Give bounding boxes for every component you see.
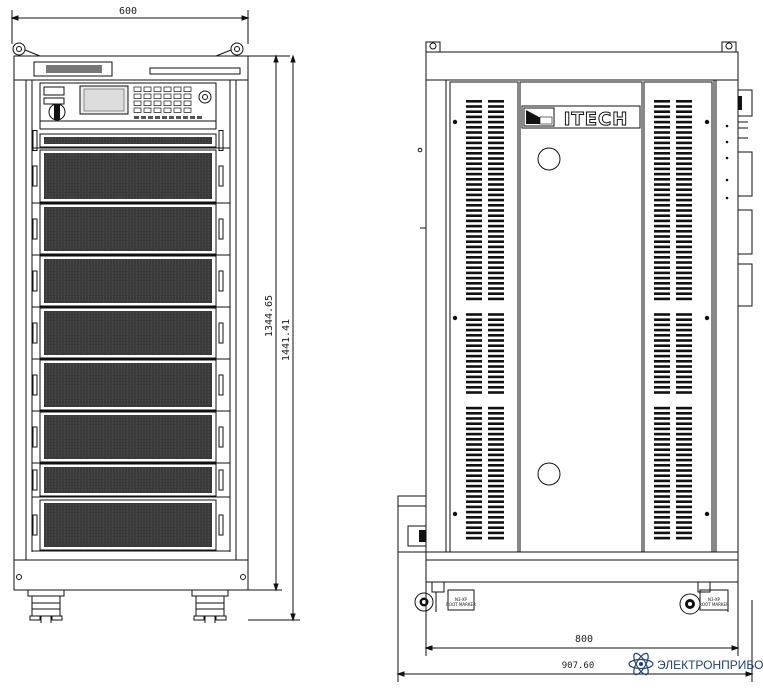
side-vent-slots-left (466, 100, 504, 540)
side-caster-right: N3-XP ROOT MARKER (679, 581, 729, 615)
side-depth-label: 800 (575, 634, 593, 645)
watermark-text: ЭЛЕКТРОНПРИБОР (657, 658, 763, 672)
front-plinth (13, 559, 249, 591)
side-center-panel (519, 81, 643, 553)
brand-logo-text: ITECH (564, 109, 629, 130)
side-rear-terminals (737, 89, 753, 307)
front-foot-left (27, 589, 65, 623)
rotary-knob-icon (198, 90, 212, 104)
svg-text:N3-XP: N3-XP (455, 597, 468, 602)
front-foot-right (191, 589, 229, 623)
front-width-label: 600 (119, 6, 137, 17)
front-vent-modules (32, 130, 230, 552)
side-port-top (537, 147, 561, 171)
side-port-bottom (537, 462, 561, 486)
side-top-cover (425, 51, 739, 81)
front-height-inner-label: 1344.65 (264, 295, 275, 337)
front-view: 600 (10, 6, 300, 623)
front-keypad (133, 86, 202, 119)
side-brand-plate: ITECH (521, 105, 641, 131)
front-height-outer-label: 1441.41 (281, 319, 292, 361)
side-depth-dimension: 800 (424, 582, 740, 656)
front-control-panel (39, 82, 217, 130)
side-foot-label-right: ROOT MARKER (699, 602, 729, 607)
svg-text:N3-XP: N3-XP (708, 597, 721, 602)
front-height-dimension-outer: 1441.41 (248, 54, 300, 622)
side-cable-entry (397, 495, 427, 553)
atom-logo-icon (628, 652, 654, 676)
side-rear-indicator-dots (725, 124, 729, 200)
side-lifting-eye-left (425, 41, 441, 53)
side-caster-left: N3-XP ROOT MARKER (414, 581, 476, 612)
front-height-dimension-inner: 1344.65 (248, 54, 290, 592)
side-depth-dimension-outer: 907.60 (396, 552, 754, 682)
side-lifting-eye-right (721, 41, 737, 53)
side-depth-outer-label: 907.60 (562, 661, 595, 671)
side-panel-screws (452, 119, 710, 517)
side-vent-panel-left (449, 81, 519, 553)
front-lifting-eye-left (12, 42, 41, 57)
front-lifting-eye-right (215, 42, 244, 57)
side-foot-label-left: ROOT MARKER (446, 602, 476, 607)
front-width-dimension: 600 (10, 6, 250, 44)
watermark: ЭЛЕКТРОНПРИБОР (628, 652, 763, 676)
side-view: ITECH (396, 41, 754, 682)
side-vent-slots-right (654, 100, 692, 540)
side-plinth (425, 551, 739, 583)
front-top-label-plate (33, 61, 113, 77)
